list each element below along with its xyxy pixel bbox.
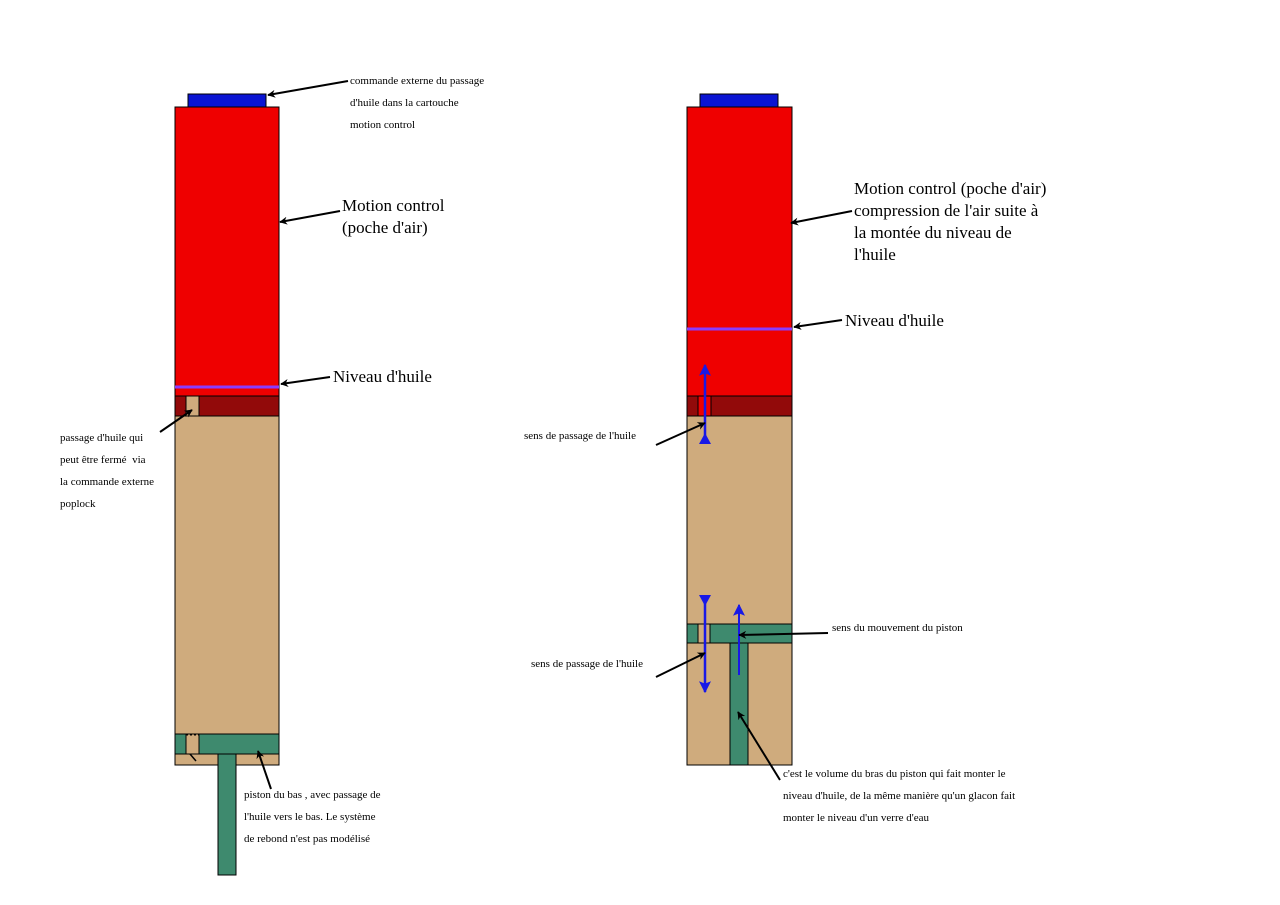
arrow-to-right-piston-passage — [655, 652, 706, 678]
right-label-motion-control: Motion control (poche d'air) compression… — [854, 179, 1047, 264]
left-tick-bottom — [189, 753, 197, 762]
flow-up-arrow-base — [699, 433, 711, 444]
right-label-piston-movement: sens du mouvement du piston — [832, 622, 963, 634]
arrow-to-left-passage — [159, 409, 193, 433]
arrow-to-left-piston — [256, 750, 272, 790]
left-red-chamber — [174, 106, 280, 398]
right-blue-cap — [699, 93, 779, 109]
arrow-to-right-red — [790, 210, 853, 226]
flow-down-arrow-base — [699, 595, 711, 606]
right-label-oil-passage-bottom: sens de passage de l'huile — [531, 658, 643, 670]
left-label-oil-level: Niveau d'huile — [333, 367, 432, 386]
right-label-rod-volume: c'est le volume du bras du piston qui fa… — [783, 768, 1016, 824]
left-label-piston: piston du bas , avec passage de l'huile … — [244, 789, 381, 845]
left-label-commande-externe: commande externe du passage d'huile dans… — [350, 75, 485, 131]
right-flow-arrows — [699, 363, 745, 694]
arrow-to-right-rod — [737, 711, 781, 781]
arrow-to-right-piston — [738, 630, 829, 639]
left-label-oil-passage: passage d'huile qui peut être fermé via … — [60, 432, 155, 510]
arrow-to-right-passage — [655, 422, 706, 446]
left-label-motion-control: Motion control (poche d'air) — [342, 196, 445, 237]
left-tan-body — [174, 415, 280, 766]
arrow-to-right-oil-level — [793, 319, 843, 330]
left-piston-rod — [217, 753, 237, 876]
arrow-to-left-red — [279, 210, 341, 225]
left-shock — [174, 93, 280, 876]
right-label-oil-level: Niveau d'huile — [845, 311, 944, 330]
right-shock — [686, 93, 793, 766]
right-label-oil-passage-top: sens de passage de l'huile — [524, 430, 636, 442]
arrow-to-left-oil-level — [280, 376, 331, 387]
arrow-to-left-cap — [267, 80, 349, 98]
right-pointers — [655, 210, 853, 781]
right-red-chamber — [686, 106, 793, 398]
left-piston-passage — [185, 733, 200, 755]
left-blue-cap — [187, 93, 267, 109]
left-pointers — [159, 80, 349, 790]
